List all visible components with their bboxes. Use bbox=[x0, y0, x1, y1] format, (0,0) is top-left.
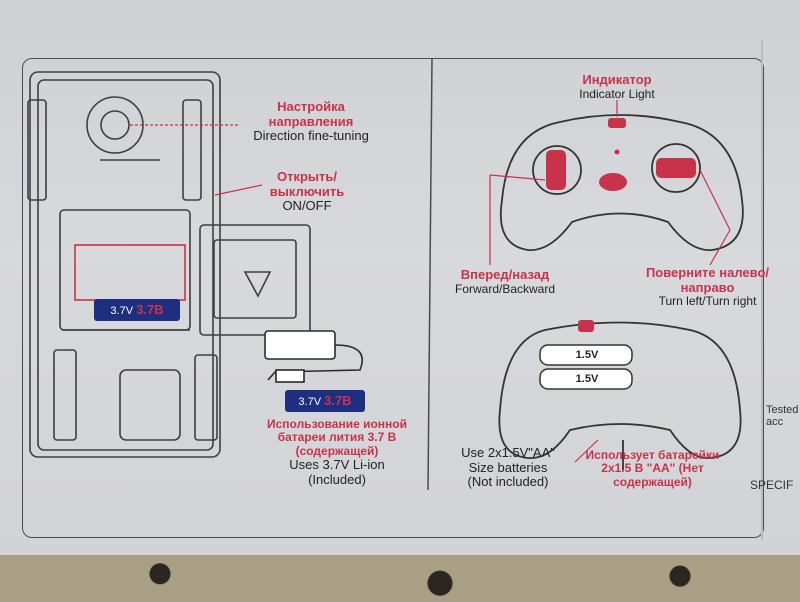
power-label: Открыть/ выключить ON/OFF bbox=[252, 169, 362, 214]
batteries-label-ru: Использует батарейки 2x1.5 В "AA" (Нет с… bbox=[585, 448, 720, 489]
batteries-line3: (Not included) bbox=[467, 474, 549, 490]
aa-battery-2-label: 1.5V bbox=[575, 373, 599, 385]
direction-label: Настройка направления Direction fine-tun… bbox=[236, 99, 386, 144]
aa-battery-1 bbox=[539, 344, 633, 366]
indicator-label-ru: Индикатор bbox=[582, 72, 652, 87]
aa-battery-1-label: 1.5V bbox=[575, 349, 599, 361]
forward-label-en: Forward/Backward bbox=[454, 281, 556, 296]
li-ion-included: (Included) bbox=[308, 471, 366, 487]
center-button bbox=[599, 173, 627, 191]
turn-label: Поверните налево/направо Turn left/Turn … bbox=[645, 265, 770, 309]
forward-label-ru: Вперед/назад bbox=[460, 267, 550, 282]
cable-battery-text: 3.7V 3.7B bbox=[285, 393, 365, 409]
batteries-label-en: Use 2x1.5V"AA" Size batteries (Not inclu… bbox=[448, 445, 568, 490]
indicator-dot bbox=[614, 149, 620, 155]
indicator-light bbox=[608, 118, 626, 128]
li-ion-label-ru: Использование ионной батареи лития 3.7 В… bbox=[266, 417, 407, 458]
instruction-panel bbox=[22, 58, 764, 538]
indicator-label-en: Indicator Light bbox=[579, 86, 655, 101]
controller-bottom bbox=[498, 321, 742, 470]
power-label-en: ON/OFF bbox=[282, 198, 332, 214]
car-chassis bbox=[27, 71, 311, 458]
charging-cable bbox=[264, 330, 363, 383]
carpet bbox=[0, 555, 800, 602]
left-stick bbox=[546, 150, 566, 190]
side-spec-text: SPECIF bbox=[750, 478, 794, 492]
car-battery bbox=[94, 299, 180, 321]
li-ion-label: Использование ионной батареи лития 3.7 В… bbox=[262, 417, 412, 487]
turn-label-ru: Поверните налево/направо bbox=[645, 265, 770, 295]
car-battery-text: 3.7V 3.7B bbox=[94, 302, 180, 318]
indicator-label: Индикатор Indicator Light bbox=[555, 72, 679, 101]
side-tested-text: Tested acc bbox=[766, 404, 799, 428]
right-stick bbox=[656, 158, 696, 178]
controller-top bbox=[499, 114, 744, 251]
cable-battery-big: 3.7B bbox=[324, 393, 352, 408]
li-ion-label-en: Uses 3.7V Li-ion bbox=[289, 457, 385, 473]
turn-label-en: Turn left/Turn right bbox=[658, 294, 757, 309]
batteries-line2: Size batteries bbox=[468, 459, 548, 475]
power-label-ru: Открыть/ выключить bbox=[269, 169, 345, 199]
direction-label-ru: Настройка направления bbox=[268, 99, 354, 129]
car-battery-voltage: 3.7V bbox=[110, 305, 134, 317]
batteries-line1: Use 2x1.5V"AA" bbox=[461, 445, 555, 460]
aa-battery-2 bbox=[539, 368, 633, 390]
forward-label: Вперед/назад Forward/Backward bbox=[440, 267, 570, 296]
cable-battery bbox=[285, 390, 365, 412]
direction-label-en: Direction fine-tuning bbox=[253, 128, 369, 144]
car-battery-big: 3.7B bbox=[136, 302, 164, 317]
product-box bbox=[0, 0, 800, 560]
cable-battery-voltage: 3.7V bbox=[298, 396, 322, 408]
